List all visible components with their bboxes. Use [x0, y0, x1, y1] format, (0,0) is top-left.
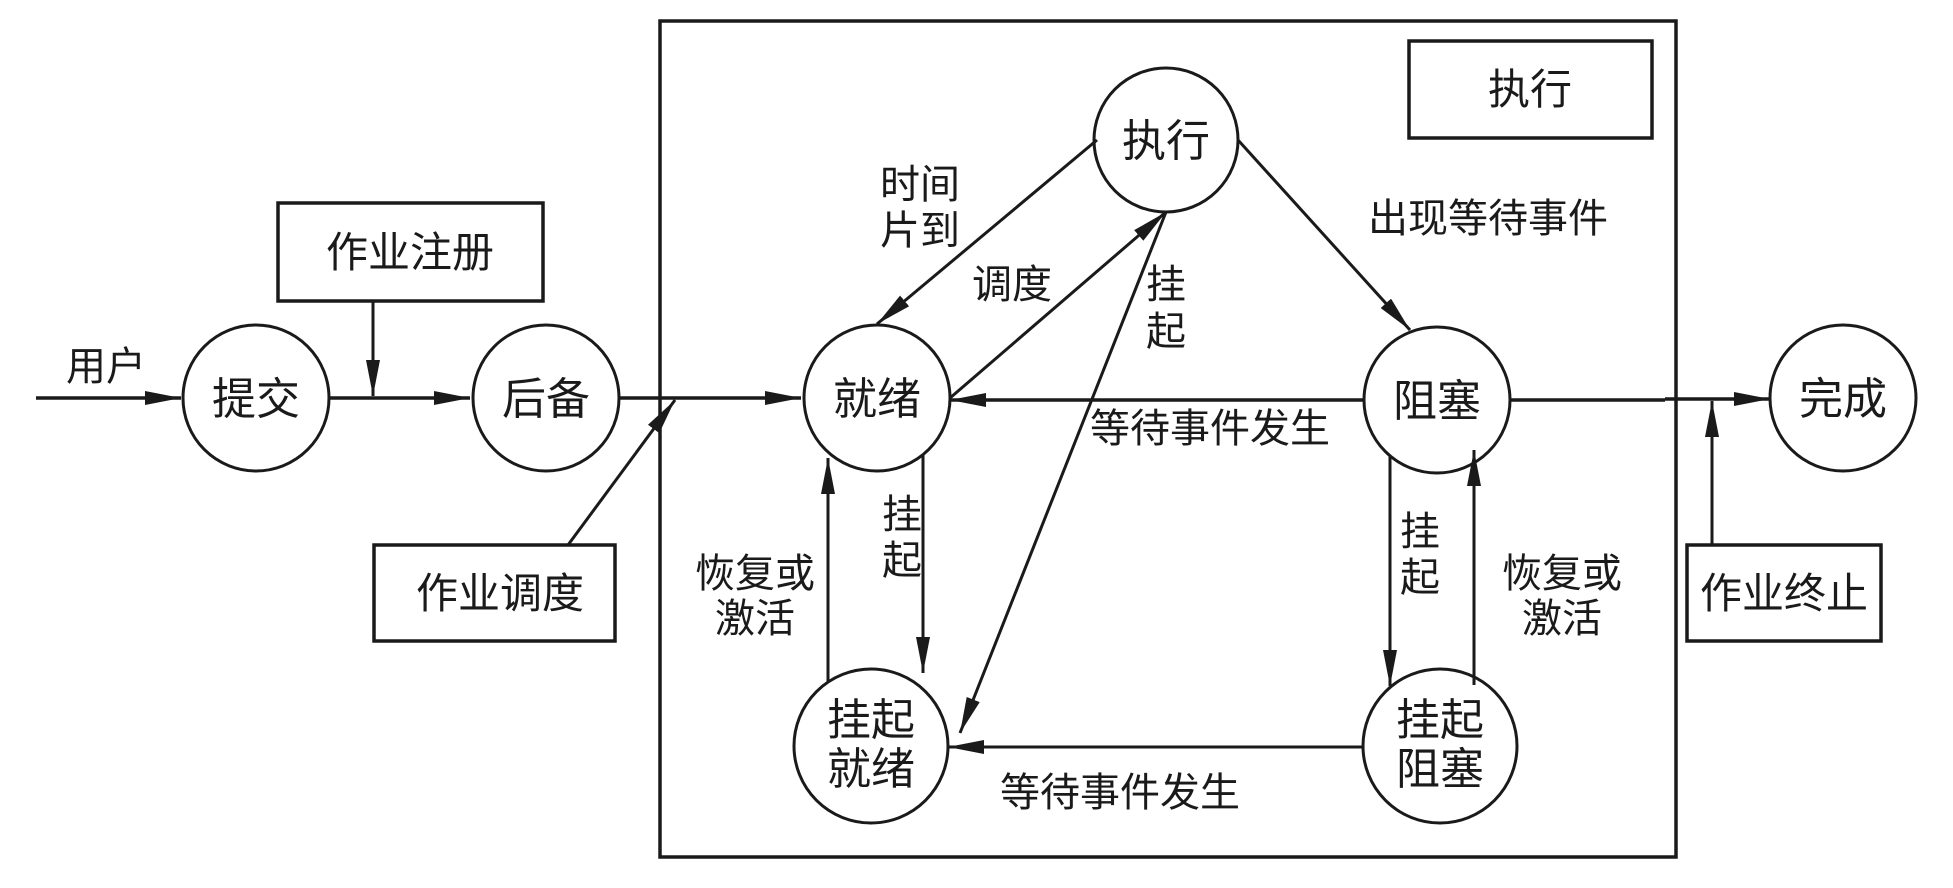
edge-running-suspended-ready	[958, 211, 1168, 734]
node-blocked: 阻塞	[1362, 325, 1512, 475]
edge-label-resume-ready-2: 激活	[715, 596, 795, 642]
svg-text:后备: 后备	[502, 374, 590, 425]
node-backup: 后备	[471, 323, 621, 473]
edge-label-time-slice-2: 片到	[880, 208, 960, 254]
container-label-box: 执行	[1407, 39, 1654, 140]
edge-label-user: 用户	[66, 344, 146, 390]
svg-text:挂起: 挂起	[827, 695, 915, 746]
edge-label-suspend-running-2: 起	[1146, 309, 1186, 355]
edge-label-suspend-blocked-1: 挂	[1400, 509, 1440, 555]
edge-label-suspend-running-1: 挂	[1146, 262, 1186, 308]
edge-label-event-occurs-top: 等待事件发生	[1090, 406, 1330, 452]
node-suspended-ready: 挂起 就绪	[792, 667, 950, 825]
edge-label-suspend-blocked-2: 起	[1400, 555, 1440, 601]
edge-running-ready	[876, 138, 1098, 326]
edge-label-dispatch: 调度	[972, 262, 1052, 308]
svg-text:挂起: 挂起	[1396, 695, 1484, 746]
edge-label-resume-blocked-1: 恢复或	[1502, 551, 1622, 597]
edge-label-suspend-ready-2: 起	[882, 538, 922, 584]
node-ready: 就绪	[802, 323, 952, 473]
edge-schedule-up	[566, 399, 677, 546]
node-submit: 提交	[181, 323, 331, 473]
edge-label-resume-ready-1: 恢复或	[695, 551, 815, 597]
container-label: 执行	[1488, 65, 1572, 114]
edge-ready-running	[949, 210, 1167, 400]
box-job-schedule: 作业调度	[372, 543, 617, 643]
box-job-terminate: 作业终止	[1685, 543, 1883, 643]
svg-text:执行: 执行	[1122, 116, 1210, 167]
svg-text:就绪: 就绪	[827, 744, 915, 795]
svg-text:作业终止: 作业终止	[1700, 569, 1868, 618]
edge-label-event-occurs-bottom: 等待事件发生	[1000, 770, 1240, 816]
svg-text:就绪: 就绪	[833, 374, 921, 425]
edge-label-resume-blocked-2: 激活	[1522, 596, 1602, 642]
svg-text:阻塞: 阻塞	[1396, 744, 1484, 795]
box-job-register: 作业注册	[276, 201, 545, 303]
node-done: 完成	[1768, 323, 1918, 473]
edge-running-blocked	[1236, 138, 1412, 332]
execution-container	[658, 19, 1678, 859]
svg-text:完成: 完成	[1799, 374, 1887, 425]
svg-text:提交: 提交	[212, 374, 300, 425]
node-suspended-blocked: 挂起 阻塞	[1361, 667, 1519, 825]
edge-label-time-slice-1: 时间	[880, 162, 960, 208]
svg-text:作业调度: 作业调度	[416, 569, 584, 618]
node-running: 执行	[1092, 66, 1240, 214]
svg-text:作业注册: 作业注册	[326, 228, 494, 277]
svg-text:阻塞: 阻塞	[1393, 376, 1481, 427]
edge-label-wait-event: 出现等待事件	[1368, 196, 1608, 242]
edge-label-suspend-ready-1: 挂	[882, 492, 922, 538]
